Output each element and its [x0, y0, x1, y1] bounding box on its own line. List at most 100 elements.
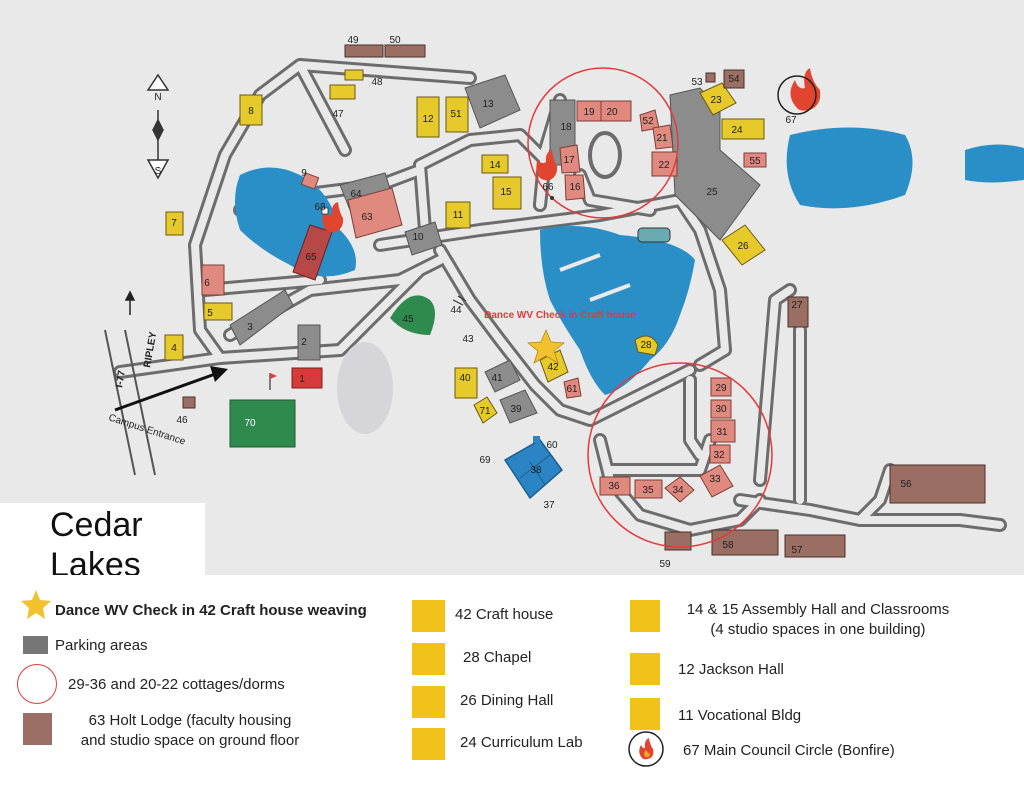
label-44: 44 [450, 305, 462, 316]
label-71: 71 [479, 406, 491, 417]
building-65[interactable] [292, 224, 333, 281]
label-43: 43 [462, 334, 474, 345]
fire-icon [536, 150, 558, 181]
building-23 [699, 82, 737, 116]
label-31: 31 [716, 427, 728, 438]
building-8 [239, 94, 263, 126]
building-57 [784, 534, 846, 558]
building-49 [344, 44, 384, 58]
cottage-loop [588, 131, 622, 179]
ripley-arrow-icon [124, 290, 136, 315]
dance-checkin-label: Dance WV Check in Craft house [484, 310, 636, 321]
label-54: 54 [728, 74, 740, 85]
building-36 [599, 476, 631, 496]
dance-star-icon[interactable] [526, 328, 566, 364]
label-35: 35 [642, 485, 654, 496]
building-30 [710, 399, 732, 419]
label-59: 59 [659, 559, 671, 570]
lake-east [786, 127, 913, 209]
building-20 [600, 100, 632, 122]
building-63 [347, 187, 403, 239]
label-60: 60 [546, 440, 558, 451]
label-7: 7 [171, 218, 177, 229]
cottage-zones [527, 67, 773, 548]
craft-swatch [412, 600, 445, 632]
legend-jackson: 12 Jackson Hall [678, 661, 784, 678]
legend-assembly: 14 & 15 Assembly Hall and Classrooms (4 … [668, 600, 968, 640]
label-46: 46 [176, 415, 188, 426]
label-26: 26 [737, 241, 749, 252]
label-20: 20 [606, 107, 618, 118]
label-2: 2 [301, 337, 307, 348]
building-16 [564, 174, 586, 201]
building-4 [164, 334, 184, 361]
label-34: 34 [672, 485, 684, 496]
dining-swatch [412, 686, 445, 718]
label-38: 38 [530, 465, 542, 476]
label-25: 25 [706, 187, 718, 198]
legend-holt: 63 Holt Lodge (faculty housing and studi… [62, 711, 318, 751]
parking-13 [464, 74, 521, 129]
legend-assembly-line-1: 14 & 15 Assembly Hall and Classrooms [686, 601, 950, 618]
legend-dining: 26 Dining Hall [460, 692, 554, 709]
label-58: 58 [722, 540, 734, 551]
label-32: 32 [713, 450, 725, 461]
legend-assembly-line-2: (4 studio spaces in one building) [710, 621, 926, 638]
label-68: 68 [314, 202, 326, 213]
label-56: 56 [900, 479, 912, 490]
cottage-circle-swatch [17, 664, 57, 704]
building-38[interactable] [503, 439, 564, 500]
label-52: 52 [642, 116, 654, 127]
label-37: 37 [543, 500, 555, 511]
label-39: 39 [510, 404, 522, 415]
building-1[interactable] [291, 367, 323, 389]
building-45[interactable] [390, 295, 435, 335]
label-6: 6 [204, 278, 210, 289]
label-5: 5 [207, 308, 213, 319]
building-54 [723, 69, 745, 89]
label-47: 47 [332, 109, 344, 120]
parking-39 [499, 389, 538, 424]
building-71 [473, 396, 498, 424]
building-6 [201, 264, 225, 296]
label-13: 13 [482, 99, 494, 110]
assembly-swatch [630, 600, 660, 632]
label-1: 1 [299, 374, 305, 385]
building-53 [705, 72, 716, 83]
label-63: 63 [361, 212, 373, 223]
legend-holt-line-1: 63 Holt Lodge (faculty housing [88, 712, 292, 729]
label-22: 22 [658, 160, 670, 171]
label-4: 4 [171, 343, 177, 354]
building-40 [454, 367, 478, 399]
label-9: 9 [301, 168, 307, 179]
label-11: 11 [453, 210, 464, 221]
star-icon [21, 590, 51, 619]
label-70: 70 [244, 418, 256, 429]
label-65: 65 [305, 252, 317, 263]
building-47 [329, 84, 356, 100]
map-title: Cedar Lakes [50, 505, 143, 585]
label-57: 57 [791, 545, 803, 556]
label-19: 19 [583, 107, 595, 118]
building-35 [634, 479, 663, 499]
building-58 [711, 529, 779, 556]
label-28: 28 [640, 340, 652, 351]
i77-label: I-77 [114, 369, 128, 388]
label-16: 16 [569, 182, 581, 193]
legend-chapel: 28 Chapel [463, 649, 532, 666]
legend-parking: Parking areas [55, 637, 148, 654]
label-29: 29 [715, 383, 727, 394]
building-51 [445, 96, 469, 133]
building-17 [559, 144, 581, 174]
fire-icon [322, 202, 344, 233]
label-14: 14 [489, 160, 501, 171]
label-41: 41 [491, 373, 503, 384]
boat-icon [637, 227, 671, 243]
label-15: 15 [500, 187, 512, 198]
building-34 [664, 476, 695, 503]
label-50: 50 [389, 35, 401, 46]
label-69: 69 [479, 455, 491, 466]
building-70[interactable] [229, 399, 296, 448]
jackson-swatch [630, 653, 660, 685]
lake-far-east [965, 144, 1024, 183]
